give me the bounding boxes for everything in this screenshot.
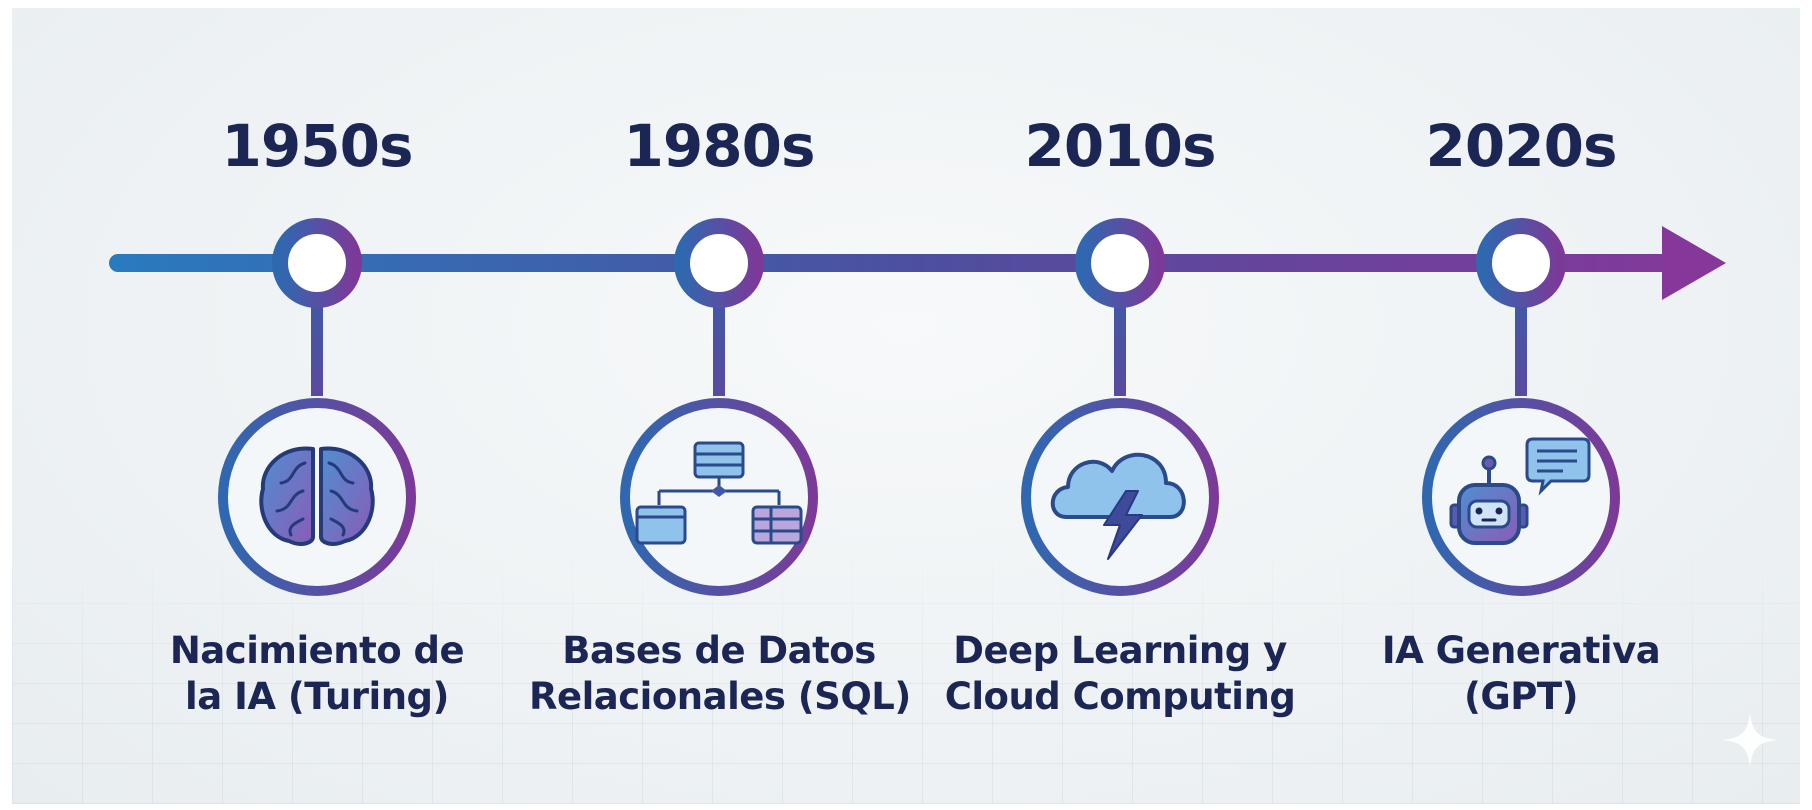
timeline-arrowhead (1662, 226, 1726, 300)
brain-icon (259, 446, 375, 546)
milestone-stem (1114, 292, 1126, 396)
milestone-stem (311, 292, 323, 396)
sparkle-icon (1722, 712, 1778, 768)
milestone-caption-line-2: Cloud Computing (944, 675, 1296, 718)
milestone-caption-line-1: IA Generativa (1381, 629, 1661, 672)
milestone-caption-line-1: Nacimiento de (169, 629, 465, 672)
milestone-caption-line-1: Deep Learning y (953, 629, 1287, 672)
milestone-2020s (1422, 218, 1620, 596)
milestone-icon-ring (1422, 398, 1620, 596)
milestone-year: 2020s (1425, 112, 1618, 180)
milestone-node (674, 218, 764, 308)
milestone-node (1075, 218, 1165, 308)
milestone-stem (1515, 292, 1527, 396)
milestone-caption-line-2: (GPT) (1463, 675, 1579, 718)
database-diagram-icon (635, 441, 803, 545)
milestone-node (1476, 218, 1566, 308)
milestone-2010s (1021, 218, 1219, 596)
cloud-lightning-icon (1050, 452, 1186, 560)
milestone-1980s (620, 218, 818, 596)
milestone-1950s (218, 218, 416, 596)
milestone-caption-line-2: la IA (Turing) (185, 675, 449, 718)
milestone-year: 1950s (221, 112, 414, 180)
milestone-caption: IA Generativa(GPT) (1331, 628, 1711, 720)
milestone-node (272, 218, 362, 308)
robot-chat-icon (1449, 437, 1591, 545)
milestone-icon-ring (218, 398, 416, 596)
milestone-stem (713, 292, 725, 396)
milestone-caption-line-1: Bases de Datos (562, 629, 876, 672)
milestone-year: 2010s (1024, 112, 1217, 180)
milestone-year: 1980s (623, 112, 816, 180)
milestone-caption-line-2: Relacionales (SQL) (529, 675, 911, 718)
